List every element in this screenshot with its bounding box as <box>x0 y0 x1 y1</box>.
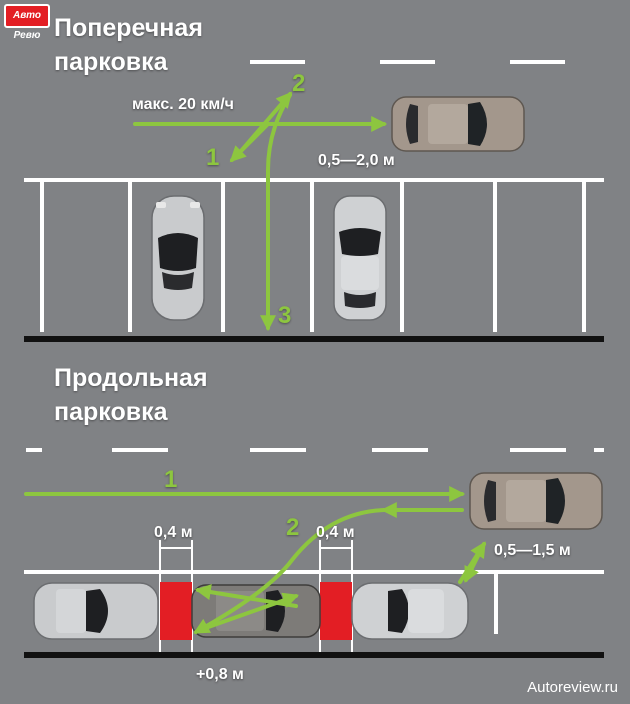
step-3-top: 3 <box>278 302 292 329</box>
arrows-top <box>133 91 388 332</box>
car-minivan-bottom <box>469 472 603 530</box>
lane-dashes-bottom <box>26 448 604 452</box>
watermark: Autoreview.ru <box>527 679 618 696</box>
step-2-bottom: 2 <box>286 514 300 541</box>
section-title-parallel-line2: парковка <box>54 398 168 426</box>
car-right <box>351 582 469 640</box>
gap-perpendicular-label: 0,5—2,0 м <box>318 152 395 169</box>
step-1-top: 1 <box>206 144 220 171</box>
speed-limit-label: макс. 20 км/ч <box>132 96 234 113</box>
step-2-top: 2 <box>292 70 306 97</box>
gap-parallel-label: 0,5—1,5 м <box>494 542 571 559</box>
section-title-perpendicular-line2: парковка <box>54 48 168 76</box>
curb-bottom <box>24 652 604 658</box>
step-1-bottom: 1 <box>164 466 178 493</box>
curb-top <box>24 336 604 342</box>
parking-bays-top <box>24 178 604 332</box>
brand-logo: Авто Ревю <box>4 4 50 41</box>
extra-space-label: +0,8 м <box>196 666 244 683</box>
arrows-bottom <box>24 486 486 634</box>
bay-end-mark <box>494 574 498 634</box>
car-hatchback-top <box>333 195 387 321</box>
gap-left-label: 0,4 м <box>154 524 193 541</box>
buffer-left <box>160 582 192 640</box>
parking-lane-line <box>24 570 604 574</box>
section-title-perpendicular-line1: Поперечная <box>54 14 203 42</box>
buffer-right <box>320 582 352 640</box>
car-sedan-left <box>33 582 159 640</box>
car-minivan-top <box>391 96 525 152</box>
gap-right-label: 0,4 м <box>316 524 355 541</box>
section-title-parallel-line1: Продольная <box>54 364 208 392</box>
car-beetle <box>151 195 205 321</box>
lane-dashes-top <box>250 60 565 64</box>
